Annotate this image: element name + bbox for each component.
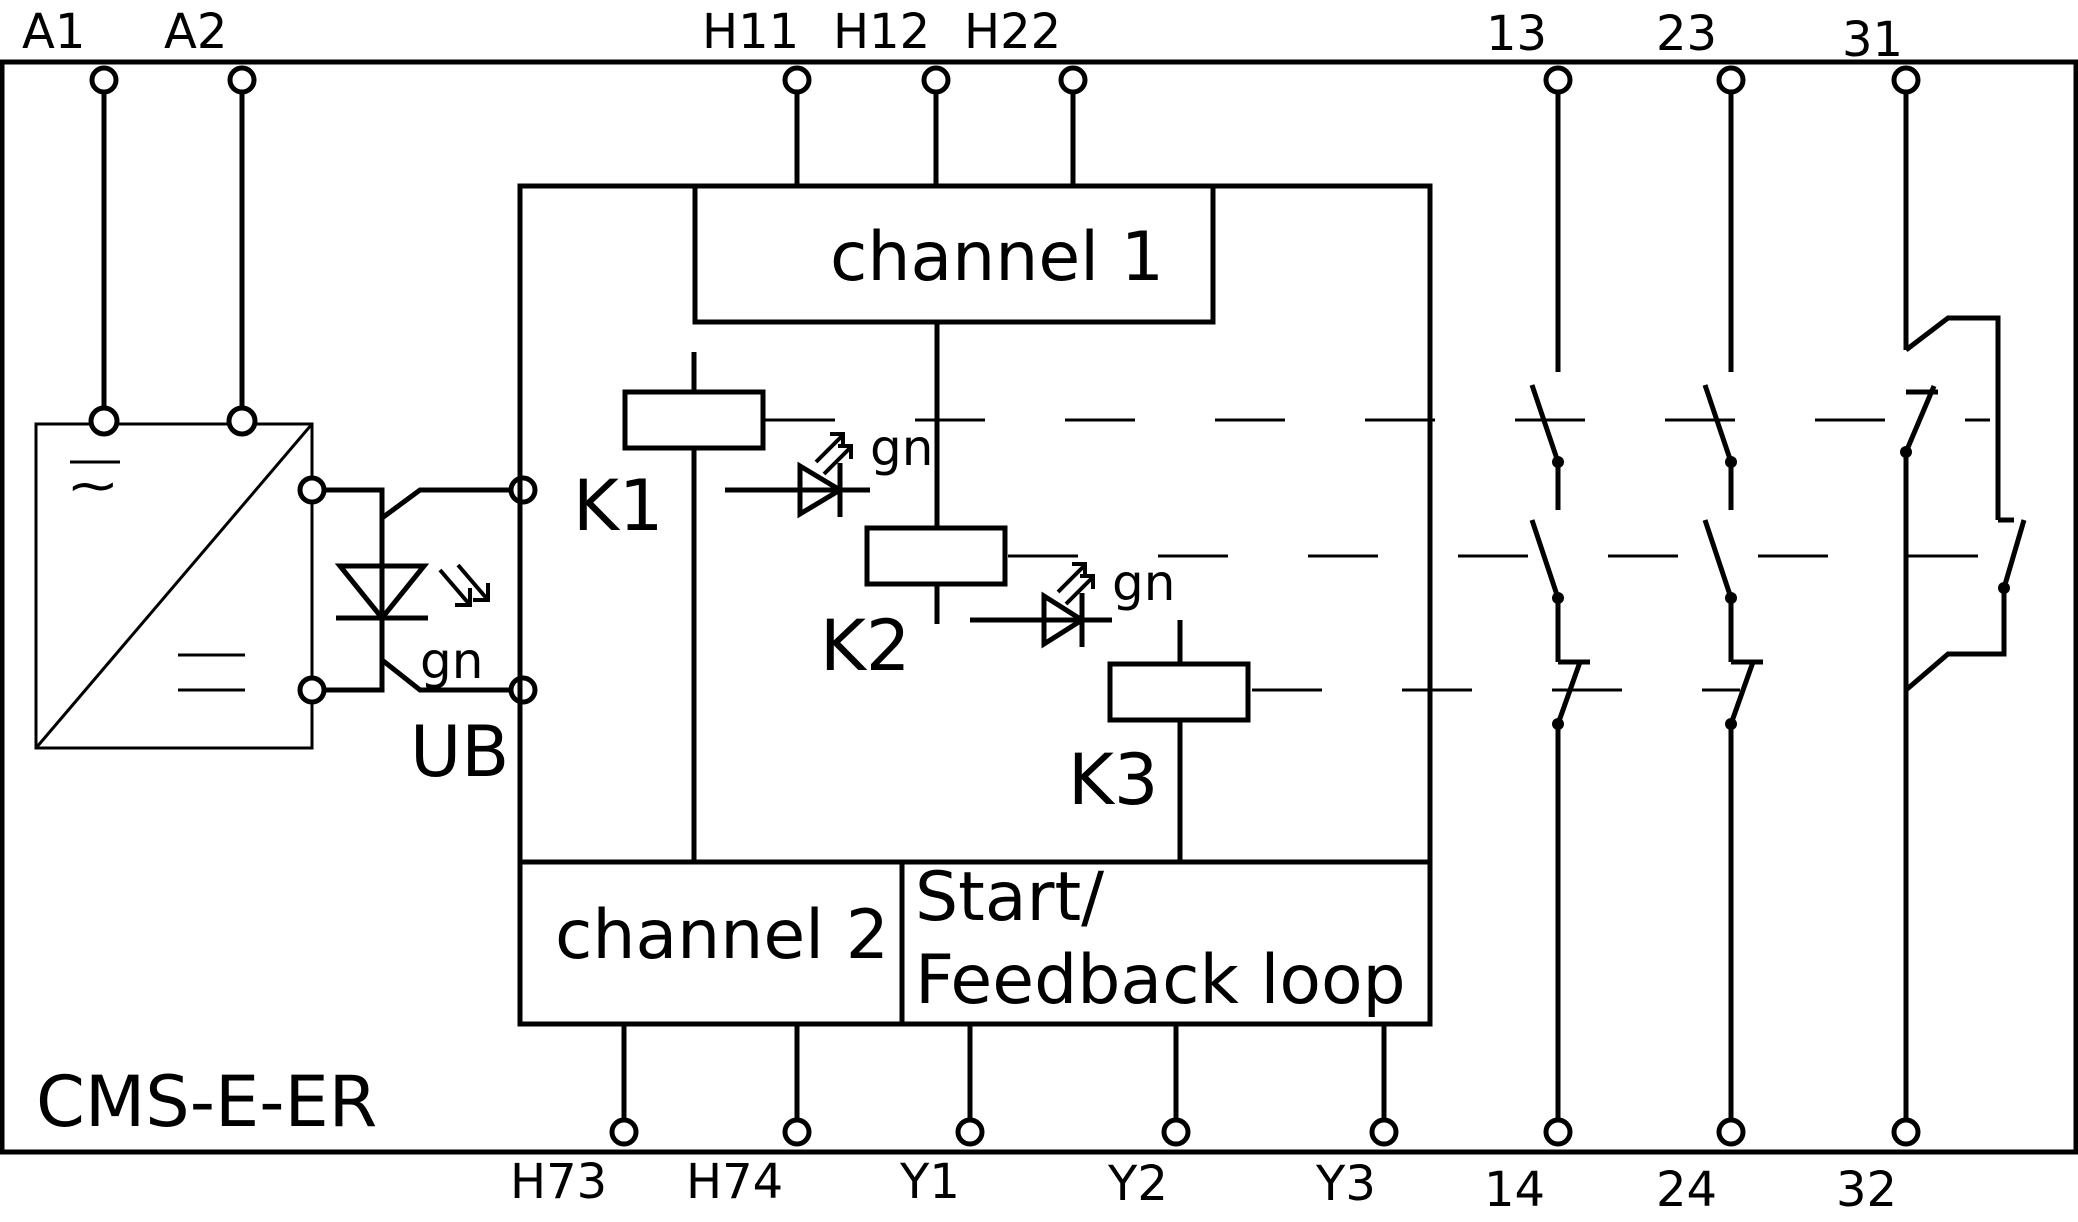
power-supply-converter: ~ xyxy=(34,422,314,750)
terminal-13 xyxy=(1543,65,1573,95)
ub-led-color-label: gn xyxy=(420,632,483,690)
terminal-14 xyxy=(1543,1117,1573,1147)
k3-relay-coil xyxy=(1107,620,1251,862)
terminal-24 xyxy=(1716,1117,1746,1147)
label-y2: Y2 xyxy=(1107,1156,1168,1212)
label-h22: H22 xyxy=(964,4,1061,60)
k1-label: K1 xyxy=(573,465,663,547)
label-y1: Y1 xyxy=(899,1154,960,1210)
label-32: 32 xyxy=(1836,1162,1897,1218)
label-24: 24 xyxy=(1656,1162,1717,1218)
terminal-h11 xyxy=(782,65,812,95)
k2-label: K2 xyxy=(820,605,910,687)
label-y3: Y3 xyxy=(1315,1156,1376,1212)
k2-led-color-label: gn xyxy=(1112,554,1175,612)
channel1-label: channel 1 xyxy=(830,218,1164,297)
terminal-a2 xyxy=(227,65,257,95)
contact-31-32 xyxy=(1900,80,2027,1130)
device-label: CMS-E-ER xyxy=(36,1061,377,1143)
k1-relay-coil xyxy=(622,352,766,862)
k2-led-icon xyxy=(970,562,1112,649)
channel2-label: channel 2 xyxy=(555,896,889,975)
channel1-block xyxy=(692,183,1216,325)
terminal-h74 xyxy=(782,1117,812,1147)
label-23: 23 xyxy=(1656,6,1717,62)
label-13: 13 xyxy=(1486,6,1547,62)
terminal-y1 xyxy=(955,1117,985,1147)
label-h73: H73 xyxy=(510,1154,607,1210)
start-label-line1: Start/ xyxy=(915,858,1104,937)
terminal-h12 xyxy=(921,65,951,95)
terminal-31 xyxy=(1891,65,1921,95)
contact-23-24 xyxy=(1702,80,1763,1130)
terminal-h22 xyxy=(1058,65,1088,95)
label-h11: H11 xyxy=(702,4,799,60)
contact-13-14 xyxy=(1529,80,1590,1130)
label-a2: A2 xyxy=(164,4,227,60)
housing-frame xyxy=(0,59,2078,1155)
label-31: 31 xyxy=(1842,12,1903,68)
terminal-y2 xyxy=(1161,1117,1191,1147)
label-a1: A1 xyxy=(22,4,85,60)
a1-converter-node xyxy=(88,405,120,437)
terminal-h73 xyxy=(609,1117,639,1147)
k2-relay-coil xyxy=(864,322,1008,624)
k1-led-color-label: gn xyxy=(870,419,933,477)
label-h74: H74 xyxy=(686,1154,783,1210)
label-14: 14 xyxy=(1484,1162,1545,1218)
ub-light-arrows-icon xyxy=(438,563,490,607)
ub-label: UB xyxy=(410,711,509,793)
terminal-32 xyxy=(1891,1117,1921,1147)
k1-led-icon xyxy=(725,432,870,519)
k3-label: K3 xyxy=(1068,739,1158,821)
label-h12: H12 xyxy=(833,4,930,60)
a2-converter-node xyxy=(226,405,258,437)
terminal-y3 xyxy=(1369,1117,1399,1147)
terminal-a1 xyxy=(89,65,119,95)
ub-led-circuit xyxy=(297,475,538,705)
terminal-23 xyxy=(1716,65,1746,95)
start-label-line2: Feedback loop xyxy=(915,941,1406,1020)
ac-symbol: ~ xyxy=(66,455,120,515)
